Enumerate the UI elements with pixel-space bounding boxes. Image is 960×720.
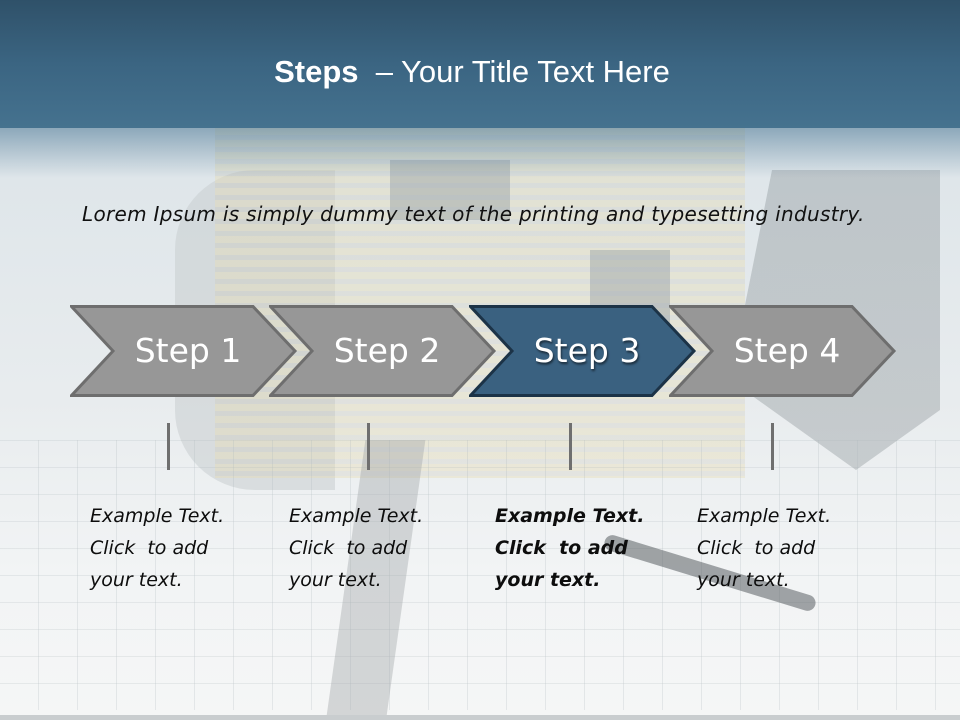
step-label: Step 1 — [134, 331, 242, 370]
step-label: Step 2 — [333, 331, 441, 370]
title-banner — [0, 0, 960, 128]
step-label: Step 3 — [533, 331, 641, 370]
slide-title[interactable]: Steps – Your Title Text Here — [0, 54, 944, 90]
chevron-shape-icon — [469, 305, 697, 397]
chevron-shape-icon — [669, 305, 897, 397]
background-blueprint — [0, 440, 960, 710]
chevron-shape-icon — [269, 305, 497, 397]
step-3-chevron[interactable]: Step 3 — [469, 305, 697, 397]
intro-paragraph[interactable]: Lorem Ipsum is simply dummy text of the … — [82, 202, 865, 226]
title-bold-part: Steps — [274, 54, 359, 89]
step-label: Step 4 — [733, 331, 841, 370]
title-banner-fade — [0, 128, 960, 178]
title-rest-part: – Your Title Text Here — [358, 54, 670, 89]
chevron-shape-icon — [70, 305, 298, 397]
bottom-bar — [0, 715, 960, 720]
background-house-model — [215, 128, 745, 478]
step-4-chevron[interactable]: Step 4 — [669, 305, 897, 397]
step-1-chevron[interactable]: Step 1 — [70, 305, 298, 397]
step-2-chevron[interactable]: Step 2 — [269, 305, 497, 397]
